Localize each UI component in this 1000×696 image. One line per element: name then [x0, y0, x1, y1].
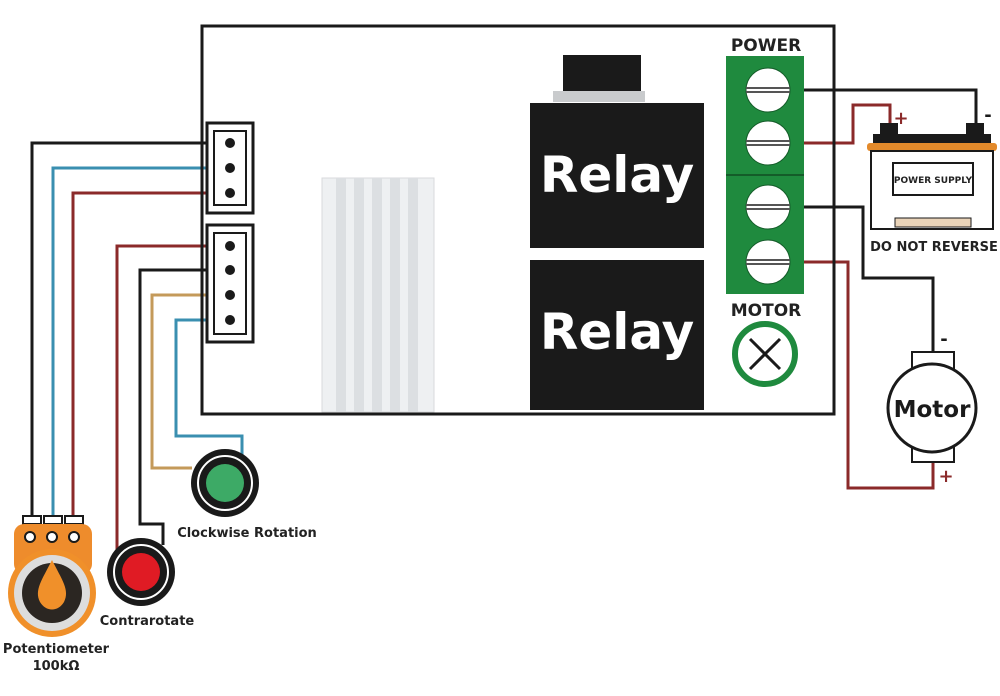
- wire-pot-black: [30, 141, 230, 518]
- potentiometer-label: Potentiometer: [3, 642, 110, 657]
- signal-connector-top: [205, 121, 255, 215]
- power-supply-plus: +: [893, 108, 908, 129]
- wire-power-neg: [768, 88, 978, 128]
- wire-cw-blue: [174, 318, 244, 455]
- relay-top-label: Relay: [540, 146, 694, 204]
- wire-cw-gold: [150, 293, 230, 470]
- wire-pot-blue: [51, 166, 230, 518]
- relay-cap: [563, 55, 641, 92]
- wire-pot-red: [71, 191, 230, 518]
- power-supply-minus: -: [984, 105, 991, 126]
- motor-indicator-icon: [732, 321, 798, 387]
- wire-contra-black: [138, 268, 230, 545]
- motor-label: MOTOR: [731, 301, 802, 321]
- power-supply-label: POWER SUPPLY: [894, 176, 973, 186]
- potentiometer-knob[interactable]: [8, 515, 96, 637]
- wire-power-pos: [768, 103, 892, 145]
- wires: [30, 88, 978, 550]
- contrarotate-label: Contrarotate: [100, 614, 195, 629]
- battery-icon: [867, 123, 997, 230]
- relay-bottom-label: Relay: [540, 303, 694, 361]
- wire-contra-red: [115, 244, 230, 550]
- motor-plus: +: [938, 466, 953, 487]
- motor-icon: [886, 351, 978, 463]
- motor-minus: -: [940, 329, 947, 350]
- clockwise-label: Clockwise Rotation: [177, 526, 317, 541]
- clockwise-button[interactable]: [191, 449, 259, 517]
- power-label: POWER: [731, 36, 801, 56]
- motor-text: Motor: [894, 397, 971, 423]
- relay-bottom: [530, 260, 704, 410]
- heatsink: [321, 177, 435, 413]
- relay-top: [530, 103, 704, 248]
- relay-cap-strip: [553, 91, 645, 102]
- terminal-block: [726, 56, 804, 294]
- contrarotate-button[interactable]: [107, 538, 175, 606]
- potentiometer-value: 100kΩ: [33, 659, 80, 674]
- wire-motor-neg: [768, 205, 935, 352]
- controller-board: [200, 24, 836, 416]
- power-supply-warning: DO NOT REVERSE: [870, 240, 998, 255]
- wire-motor-pos: [768, 260, 935, 490]
- signal-connector-bottom: [205, 223, 255, 344]
